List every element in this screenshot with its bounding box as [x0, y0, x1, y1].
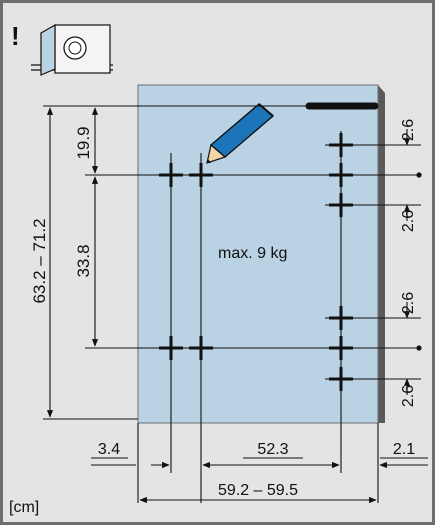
load-label: max. 9 kg [218, 245, 287, 262]
warning-symbol: ! [11, 21, 20, 51]
panel-shadow [378, 85, 385, 423]
vertical-spacing-label: 33.8 [74, 244, 93, 277]
horizontal-spacing-label: 52.3 [257, 441, 288, 458]
right-offset-label: 2.1 [393, 441, 415, 458]
vertical-dimension-arrows [46, 107, 411, 418]
right-bottom-gap-label: 2.6 [400, 385, 417, 407]
drill-mark-icon [159, 133, 353, 391]
horizontal-dimension-arrows [91, 457, 428, 504]
right-top-gap-label: 2.6 [400, 119, 417, 141]
appliance-icon [31, 23, 113, 76]
pencil-icon [206, 103, 275, 164]
unit-label: [cm] [9, 499, 40, 516]
top-offset-label: 19.9 [74, 126, 93, 159]
total-width-label: 59.2 – 59.5 [218, 482, 298, 499]
left-offset-label: 3.4 [98, 441, 120, 458]
right-lower-top-gap-label: 2.6 [400, 292, 417, 314]
mounting-panel [137, 84, 379, 424]
right-upper-gap-label: 2.6 [400, 210, 417, 232]
diagram-canvas: ! [11, 21, 428, 504]
total-height-label: 63.2 – 71.2 [30, 218, 49, 303]
